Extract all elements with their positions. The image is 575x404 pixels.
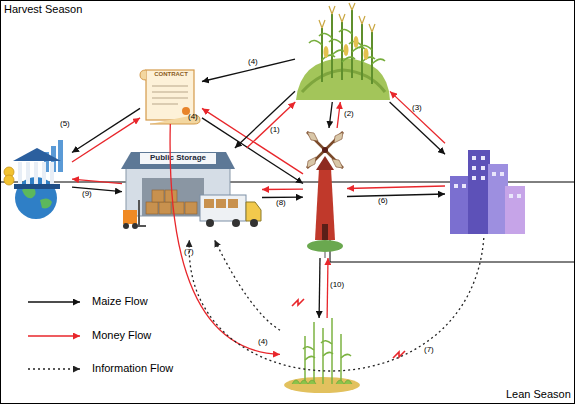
city-illustration xyxy=(450,150,525,234)
contract-illustration xyxy=(140,70,200,124)
callout-number: (9) xyxy=(82,190,92,199)
money-flow-arrow xyxy=(202,108,303,173)
legend-sample xyxy=(28,368,80,370)
callout-number: (2) xyxy=(344,110,354,119)
money-flow-arrow xyxy=(347,186,445,189)
lean-farm xyxy=(280,318,365,394)
maize-flow-arrow xyxy=(347,194,445,197)
callout-number: (4) xyxy=(248,58,258,67)
legend-sample xyxy=(28,301,80,303)
lean-farm-illustration xyxy=(284,318,360,393)
information-flow-arrow xyxy=(189,238,484,371)
maize-flow-arrow xyxy=(72,187,122,192)
mill-illustration xyxy=(307,132,343,258)
callout-number: (10) xyxy=(330,281,344,290)
maize-flow-arrow xyxy=(235,91,295,148)
money-flow-arrow xyxy=(337,102,340,128)
maize-flow-arrow xyxy=(72,108,140,152)
callout-number: (1) xyxy=(270,126,280,135)
public-storage-illustration xyxy=(121,152,261,229)
callout-number: (4) xyxy=(188,113,198,122)
callout-number: (7) xyxy=(184,248,194,257)
bank-illustration xyxy=(4,140,63,219)
legend-text: Maize Flow xyxy=(92,295,148,307)
harvest-farm-illustration xyxy=(296,3,390,100)
legend-sample xyxy=(28,335,80,337)
node-label: CONTRACT xyxy=(146,71,196,78)
callout-number: (4) xyxy=(258,338,268,347)
money-flow-arrow xyxy=(247,102,296,148)
callout-number: (5) xyxy=(60,120,70,129)
money-flow-arrow xyxy=(326,258,328,318)
forklift xyxy=(123,200,146,229)
callout-number: (7) xyxy=(424,346,434,355)
callout-number: (6) xyxy=(378,197,388,206)
callout-number: (3) xyxy=(412,104,422,113)
node-label: Public Storage xyxy=(140,154,216,163)
maize-flow-arrow xyxy=(329,102,332,128)
maize-flow-arrow xyxy=(262,197,303,199)
money-flow-arrow xyxy=(262,189,303,191)
disruption-bolt xyxy=(292,299,405,358)
callout-number: (8) xyxy=(276,199,286,208)
public-storage: Public Storage xyxy=(122,148,262,240)
information-flow-arrow xyxy=(215,240,280,330)
season-label: Lean Season xyxy=(506,388,571,400)
legend-text: Information Flow xyxy=(92,362,173,374)
maize-flow-arrow xyxy=(202,118,303,184)
mill xyxy=(303,128,347,258)
city xyxy=(445,140,530,238)
season-label: Harvest Season xyxy=(4,3,82,15)
money-flow-arrow xyxy=(72,179,122,184)
harvest-farm xyxy=(295,2,390,102)
maize-flow-arrow xyxy=(318,258,320,318)
money-flow-arrow xyxy=(390,91,445,143)
truck xyxy=(200,195,261,227)
legend-text: Money Flow xyxy=(92,329,151,341)
maize-flow-arrow xyxy=(390,102,445,154)
bank xyxy=(2,140,72,220)
money-flow-arrow xyxy=(72,118,140,162)
